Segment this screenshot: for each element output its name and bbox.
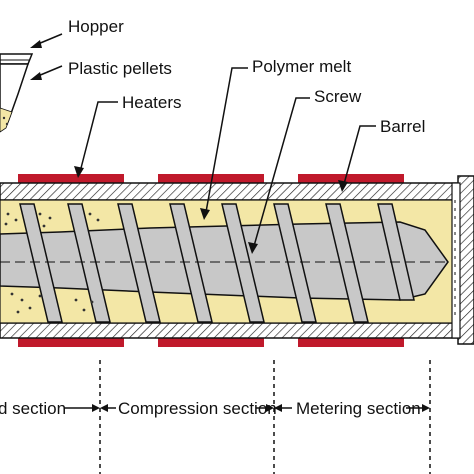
heaters-bottom (18, 338, 404, 347)
label-barrel: Barrel (380, 117, 425, 136)
section-arrows (64, 404, 430, 412)
heater-band (18, 174, 124, 183)
pellets (4, 212, 100, 314)
section-label-feed: d section (0, 399, 66, 418)
screw (0, 203, 449, 323)
heater-band (298, 174, 404, 183)
heaters-top (18, 174, 404, 183)
label-screw: Screw (314, 87, 362, 106)
barrel-top-wall (0, 182, 459, 201)
heater-band (298, 338, 404, 347)
label-plastic-pellets: Plastic pellets (68, 59, 172, 78)
label-polymer-melt: Polymer melt (252, 57, 351, 76)
heater-band (18, 338, 124, 347)
hopper-shape (0, 53, 34, 133)
section-label-compression: Compression section (118, 399, 277, 418)
label-hopper: Hopper (68, 17, 124, 36)
section-label-metering: Metering section (296, 399, 421, 418)
leader-lines (30, 33, 376, 254)
label-heaters: Heaters (122, 93, 182, 112)
heater-band (158, 338, 264, 347)
heater-band (158, 174, 264, 183)
die-plate (451, 175, 474, 345)
section-dividers (99, 360, 431, 474)
barrel-bottom-wall (0, 322, 459, 339)
